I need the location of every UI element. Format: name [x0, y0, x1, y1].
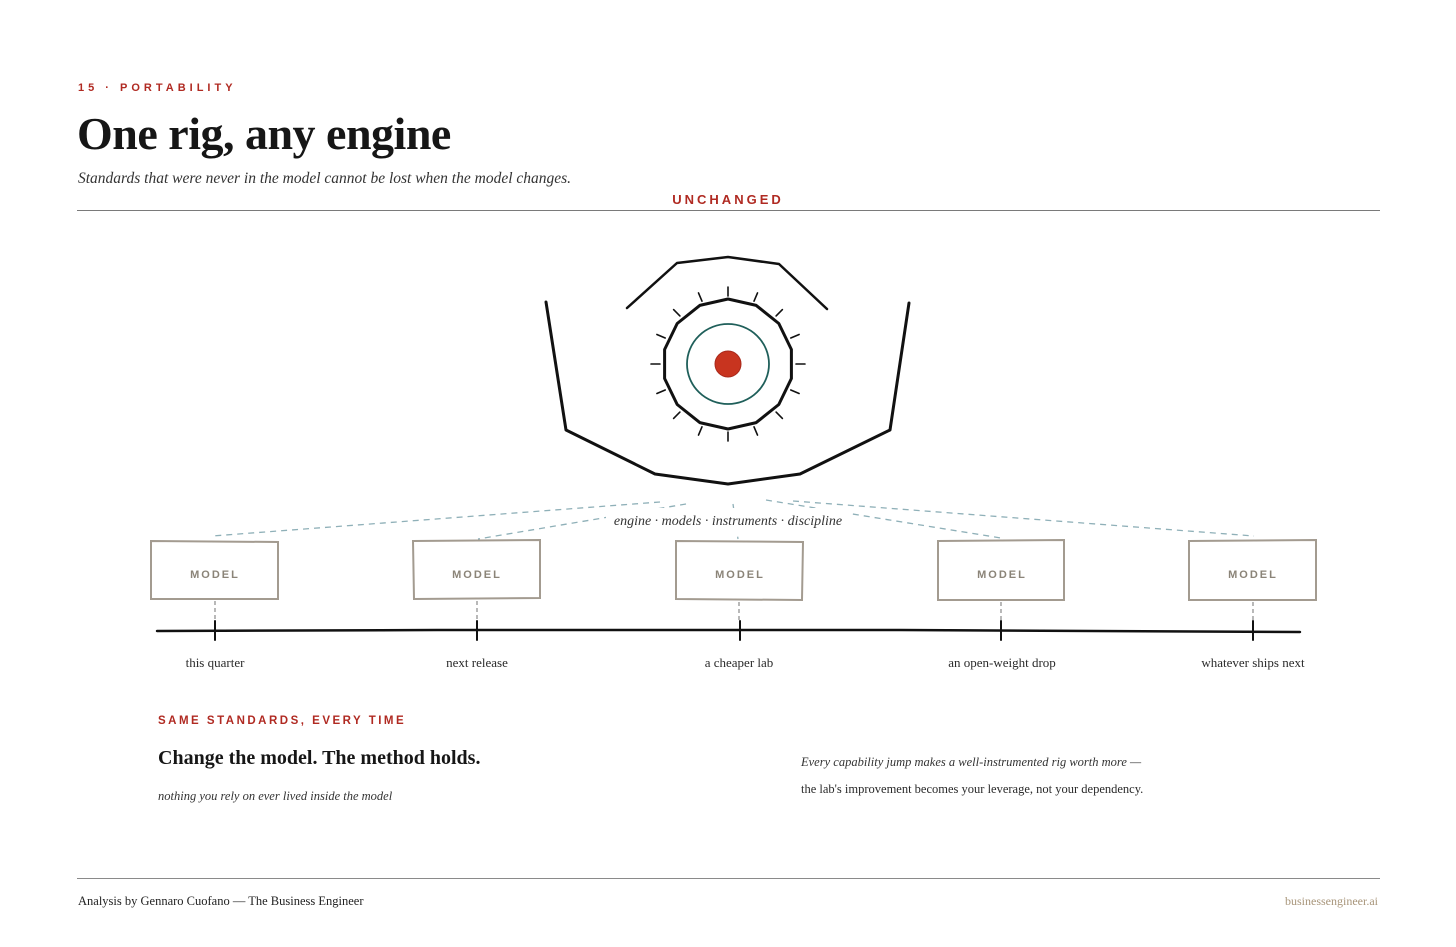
engine-tick — [753, 292, 759, 303]
timeline-label-3: a cheaper lab — [705, 655, 774, 670]
engine-tick — [775, 308, 784, 317]
model-label: MODEL — [715, 569, 765, 581]
timeline-ticks — [214, 620, 1254, 641]
timeline — [155, 628, 1302, 634]
page-title: One rig, any engine — [77, 108, 451, 159]
timeline-label-4: an open-weight drop — [948, 655, 1056, 670]
top-divider — [77, 210, 1380, 211]
timeline-label-5: whatever ships next — [1201, 655, 1305, 670]
model-box-3: MODEL — [675, 539, 805, 602]
model-label: MODEL — [1228, 569, 1278, 581]
engine-ring — [663, 297, 793, 431]
components-label-bg — [606, 508, 850, 532]
summary-headline: Change the model. The method holds. — [158, 747, 481, 769]
model-box-2: MODEL — [411, 538, 541, 601]
engine-tick — [775, 411, 784, 420]
engine-core — [714, 350, 742, 378]
footer-site-link[interactable]: businessengineer.ai — [1285, 894, 1378, 908]
quote-line-2: the lab's improvement becomes your lever… — [801, 782, 1144, 796]
model-box-4: MODEL — [937, 538, 1065, 601]
model-label: MODEL — [190, 569, 240, 581]
model-box-5: MODEL — [1188, 538, 1317, 601]
footer-credit: Analysis by Gennaro Cuofano — The Busine… — [78, 894, 364, 908]
summary-caption: nothing you rely on ever lived inside th… — [158, 789, 393, 803]
summary-kicker: SAME STANDARDS, EVERY TIME — [158, 715, 407, 727]
quote-line-1: Every capability jump makes a well-instr… — [801, 755, 1142, 769]
engine-ticks — [650, 286, 806, 442]
connector-1 — [211, 501, 661, 537]
connector-5 — [792, 500, 1255, 537]
bottom-divider — [77, 878, 1380, 879]
engine-tick — [789, 389, 800, 395]
unchanged-label: UNCHANGED — [672, 192, 784, 207]
drop-lines — [214, 601, 1254, 622]
engine-tick — [672, 411, 681, 420]
connector-4 — [765, 499, 1002, 539]
section-kicker: 15 · PORTABILITY — [78, 82, 237, 94]
rig-cradle — [544, 300, 911, 486]
engine-tick — [697, 425, 703, 436]
model-box-1: MODEL — [150, 539, 279, 600]
timeline-label-1: this quarter — [186, 655, 246, 670]
engine-tick — [656, 333, 667, 339]
engine-tick — [656, 389, 667, 395]
engine-tick — [672, 308, 681, 317]
rig-components-label: engine · models · instruments · discipli… — [614, 514, 842, 529]
model-label: MODEL — [452, 569, 502, 581]
timeline-label-2: next release — [446, 655, 508, 670]
engine-tick — [697, 292, 703, 303]
engine-tick — [753, 425, 759, 436]
page-subtitle: Standards that were never in the model c… — [78, 170, 572, 187]
inner-ring — [686, 323, 770, 405]
model-label: MODEL — [977, 569, 1027, 581]
engine-tick — [789, 333, 800, 339]
rig-hood — [625, 255, 829, 311]
